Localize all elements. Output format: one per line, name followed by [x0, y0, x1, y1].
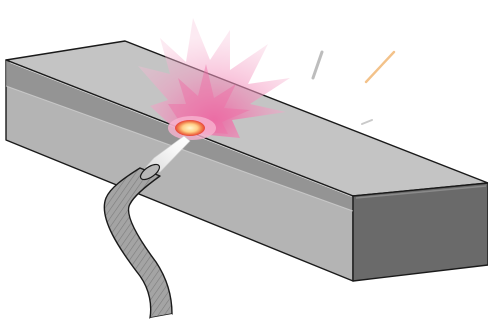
weld-pool — [175, 120, 205, 136]
sparks-icon — [313, 52, 394, 124]
weld-pool-icon — [168, 116, 216, 140]
spark-gray — [313, 52, 322, 78]
spark-gray-small — [362, 120, 372, 124]
block-end-face — [353, 183, 488, 281]
spark-orange — [366, 52, 394, 82]
